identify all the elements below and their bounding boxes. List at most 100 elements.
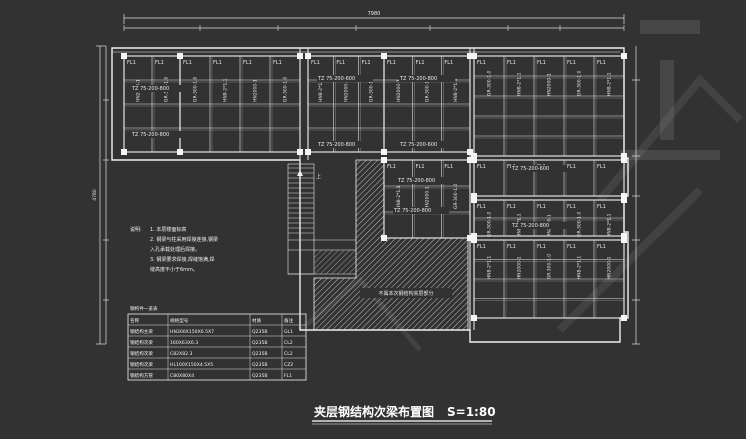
- beam-label-vertical: GR-300-1.0: [487, 211, 493, 237]
- beam-label-fl1: FL1: [597, 60, 606, 66]
- beam-label-vertical: HN8-2*1.1: [487, 256, 493, 280]
- steel-column: [177, 53, 183, 59]
- beam-label-fl1: FL1: [336, 60, 345, 66]
- left-dimension: [96, 45, 109, 345]
- tz-label-bg: [399, 141, 455, 148]
- steel-column: [121, 149, 127, 155]
- tz-label-bg: [511, 222, 567, 229]
- beam-label-fl1: FL1: [477, 164, 486, 170]
- steel-column: [621, 193, 627, 199]
- void-note-box: [360, 288, 452, 298]
- steel-column: [621, 157, 627, 163]
- table-cell: CZ2: [284, 362, 293, 368]
- void-note-text: 不属本次钢结构夹层部分: [378, 290, 433, 297]
- steel-column: [381, 53, 387, 59]
- beam-label-fl1: FL1: [597, 204, 606, 210]
- table-cell: C80X80X4: [170, 373, 194, 379]
- beam-label-fl1: FL1: [213, 60, 222, 66]
- beam-label-fl1: FL1: [507, 204, 516, 210]
- beam-zone-border: [473, 55, 625, 157]
- beam-label-fl1: FL1: [183, 60, 192, 66]
- table-title: 钢构件一览表: [130, 305, 158, 312]
- beam-label-fl1: FL1: [416, 164, 425, 170]
- beam-label-tz: TZ 75-200-600: [399, 142, 437, 148]
- beam-label-vertical: HN8-2*1.1: [517, 72, 523, 96]
- beam-label-tz: TZ 75-200-600: [511, 166, 549, 172]
- beam-label-tz: TZ 75-200-800: [131, 86, 169, 92]
- tz-label-bg: [511, 165, 567, 172]
- beam-label-fl1: FL1: [387, 164, 396, 170]
- beam-label-vertical: GR-300-1.0: [547, 254, 553, 280]
- table-cell: Q235B: [252, 373, 268, 379]
- steel-column: [621, 237, 627, 243]
- beam-label-vertical: GR-300-1.0: [487, 70, 493, 96]
- table-cell: Q235B: [252, 351, 268, 357]
- beam-label-fl1: FL1: [537, 204, 546, 210]
- stair-landing-hatch: [314, 250, 356, 274]
- right-dimension: [632, 46, 640, 345]
- beam-label-tz: TZ 75-200-800: [511, 223, 549, 229]
- table-cell: 钢结构方管: [130, 372, 153, 379]
- beam-label-fl1: FL1: [243, 60, 252, 66]
- beam-label-tz: TZ 75-200-800: [397, 178, 435, 184]
- beam-label-fl1: FL1: [477, 60, 486, 66]
- beam-label-tz: TZ 75-200-600: [317, 76, 355, 82]
- table-cell: HL100X150X4.5X5: [170, 362, 213, 368]
- beam-label-vertical: HN2000-1: [396, 79, 402, 102]
- beam-label-vertical: HN8-2*1.1: [607, 213, 613, 237]
- table-cell: 钢结构主梁: [130, 328, 153, 335]
- beam-label-fl1: FL1: [273, 60, 282, 66]
- steel-column: [381, 149, 387, 155]
- beam-label-fl1: FL1: [477, 204, 486, 210]
- beam-label-fl1: FL1: [537, 244, 546, 250]
- beam-label-tz: TZ 75-200-800: [131, 132, 169, 138]
- stair-up-label: 上: [316, 173, 321, 180]
- table-header-cell: 备注: [284, 317, 294, 324]
- note-line-4: 3. 钢梁要求焊接,焊缝饱满,焊: [150, 256, 215, 263]
- table-cell: FL1: [284, 373, 292, 379]
- steel-column: [177, 149, 183, 155]
- beam-grid: [121, 48, 627, 342]
- beam-label-vertical: HN2000-1: [547, 73, 553, 96]
- beam-label-fl1: FL1: [311, 60, 320, 66]
- table-cell: Q235B: [252, 340, 268, 346]
- beam-label-vertical: GR-300-1.0: [369, 76, 375, 102]
- beam-label-vertical: GR-300-1.0: [283, 76, 289, 102]
- beam-label-fl1: FL1: [477, 244, 486, 250]
- steel-column: [121, 53, 127, 59]
- table-header-cell: 材质: [252, 317, 262, 324]
- beam-label-vertical: HN8-2*1.1: [318, 78, 324, 102]
- beam-label-vertical: HN8-2*1.1: [607, 72, 613, 96]
- tz-label-bg: [393, 207, 449, 214]
- void-hatched-area: [313, 159, 469, 331]
- table-header-cell: 规格型号: [170, 317, 189, 324]
- beam-label-fl1: FL1: [597, 164, 606, 170]
- beam-label-fl1: FL1: [507, 60, 516, 66]
- table-cell: 钢结构次梁: [130, 361, 153, 368]
- note-line-2: 2. 钢梁与柱采用焊接连接,钢梁: [150, 236, 218, 243]
- table-cell: Q235B: [252, 362, 268, 368]
- beam-label-vertical: HN2000-1: [517, 256, 523, 279]
- beam-label-vertical: GR-300-1.0: [193, 76, 199, 102]
- tz-label-bg: [397, 177, 453, 184]
- beam-label-fl1: FL1: [444, 164, 453, 170]
- table-cell: CL2: [284, 340, 293, 346]
- table-header-cell: 名称: [130, 317, 140, 324]
- beam-label-fl1: FL1: [362, 60, 371, 66]
- beam-label-vertical: GR-300-1.0: [577, 70, 583, 96]
- top-dimension: [123, 14, 625, 29]
- beam-label-vertical: HN2000-1: [607, 256, 613, 279]
- beam-label-vertical: HN8-2*1.1: [577, 256, 583, 280]
- top-overall-dimension: 7980: [368, 11, 381, 17]
- beam-label-vertical: HN2000-1: [253, 79, 259, 102]
- watermark-grey-glyph: [620, 20, 720, 160]
- beam-label-vertical: HN8-2*1.1: [223, 78, 229, 102]
- beam-label-vertical: HN8-2*1.1: [396, 185, 402, 209]
- beam-label-fl1: FL1: [537, 60, 546, 66]
- note-line-5: 缝高度不小于6mm。: [150, 266, 198, 273]
- tz-label-bg: [317, 75, 373, 82]
- beam-label-vertical: HN2000-1: [343, 79, 349, 102]
- beam-label-fl1: FL1: [416, 60, 425, 66]
